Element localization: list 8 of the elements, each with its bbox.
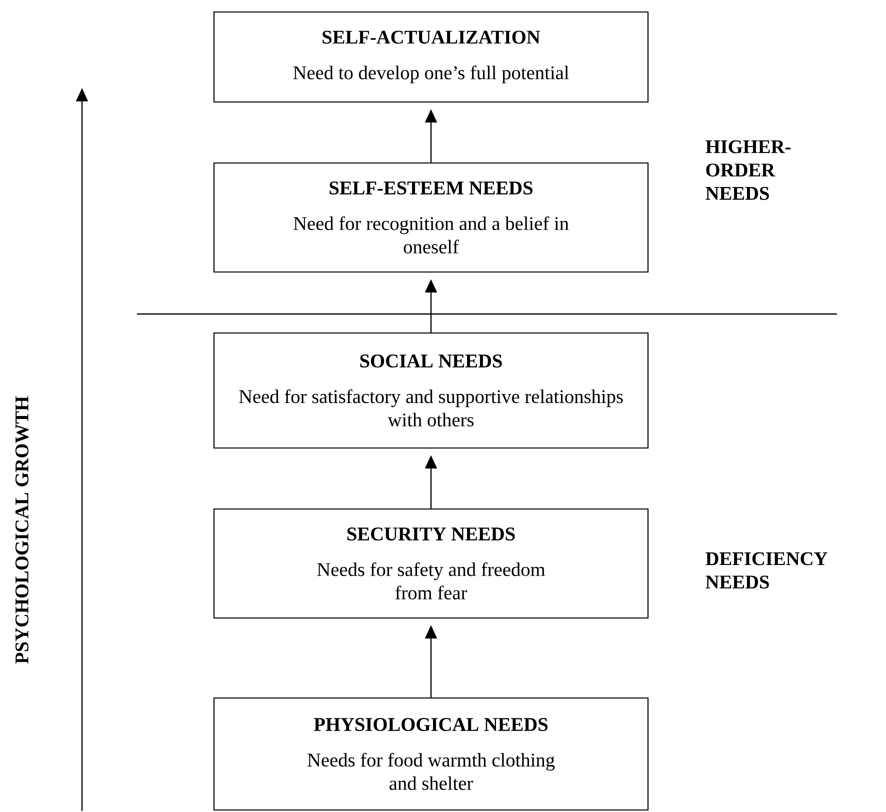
need-box: SELF-ESTEEM NEEDS Need for recognition and a belief in oneself <box>213 162 649 273</box>
need-box: SECURITY NEEDS Needs for safety and freedom from fear <box>213 508 649 619</box>
need-box: SOCIAL NEEDS Need for satisfactory and supportive relationships with others <box>213 332 649 449</box>
group-label: HIGHER-ORDER NEEDS <box>706 140 790 200</box>
group-label: DEFICIENCY NEEDS <box>706 552 828 589</box>
need-box: SELF-ACTUALIZATION Need to develop one’s full potential <box>213 11 649 103</box>
axis-label: PSYCHOLOGICAL GROWTH <box>15 396 29 664</box>
need-box: PHYSIOLOGICAL NEEDS Needs for food warmth clothing and shelter <box>213 697 649 811</box>
